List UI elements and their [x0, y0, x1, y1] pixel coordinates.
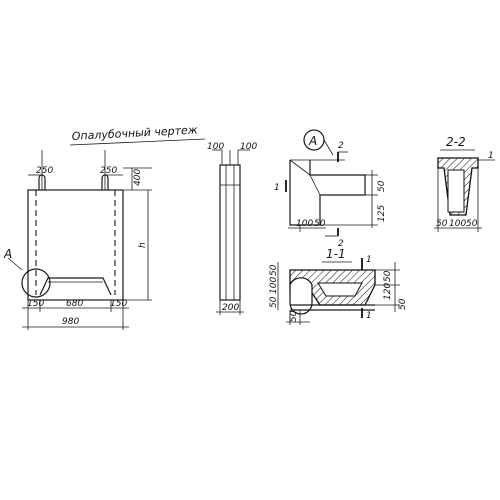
side-view: 100 100 200	[207, 142, 257, 315]
detail-dim-125: 125	[377, 205, 387, 222]
dim-inner: 680	[66, 299, 83, 309]
dim-total-width: 980	[62, 317, 79, 327]
section-2-2-label: 2-2	[446, 135, 466, 149]
detail-dim-100: 100	[296, 219, 313, 229]
section-2-2-dim-100: 100	[449, 219, 466, 229]
sec11-left-50b: 50	[269, 296, 279, 308]
sec11-left-50a: 50	[269, 264, 279, 276]
section-2-2-mark: 1	[488, 151, 494, 161]
side-dim-bottom: 200	[222, 303, 239, 313]
dim-hook-right: 250	[100, 166, 117, 176]
front-view: 250 250 400 h 150 680 150 980 A	[3, 150, 152, 330]
section-1-1: 1-1 1 1 50 100 50 50 120 50 50	[269, 247, 408, 325]
callout-mark: A	[3, 247, 12, 261]
section-2-2-dim-50a: 50	[436, 219, 448, 229]
detail-a: A 2 2 1 100 50 50 125	[274, 129, 387, 249]
detail-dim-r50: 50	[377, 180, 387, 192]
sec11-right-50b: 50	[398, 298, 408, 310]
dim-top: 400	[133, 169, 143, 186]
side-dim-top-a: 100	[207, 142, 224, 152]
detail-dim-50: 50	[314, 219, 326, 229]
sec11-left-100: 100	[269, 277, 279, 294]
detail-a-label: A	[308, 134, 317, 148]
dim-right: 150	[110, 299, 127, 309]
sec11-right-50a: 50	[383, 270, 393, 282]
dim-left: 150	[27, 299, 44, 309]
section-2-2: 2-2 1 50 100 50	[434, 135, 495, 232]
sec11-mark-bottom: 1	[366, 311, 372, 321]
detail-cut-bottom: 2	[338, 239, 344, 249]
detail-cut-side: 1	[274, 183, 280, 193]
side-dim-top-b: 100	[240, 142, 257, 152]
sec11-bottom-50: 50	[289, 310, 299, 322]
section-2-2-dim-50b: 50	[466, 219, 478, 229]
detail-cut-top: 2	[338, 141, 344, 151]
dim-height: h	[138, 242, 148, 248]
sec11-mark-top: 1	[366, 255, 372, 265]
section-1-1-label: 1-1	[326, 247, 346, 261]
dim-hook-left: 250	[36, 166, 53, 176]
sec11-right-120: 120	[383, 283, 393, 300]
